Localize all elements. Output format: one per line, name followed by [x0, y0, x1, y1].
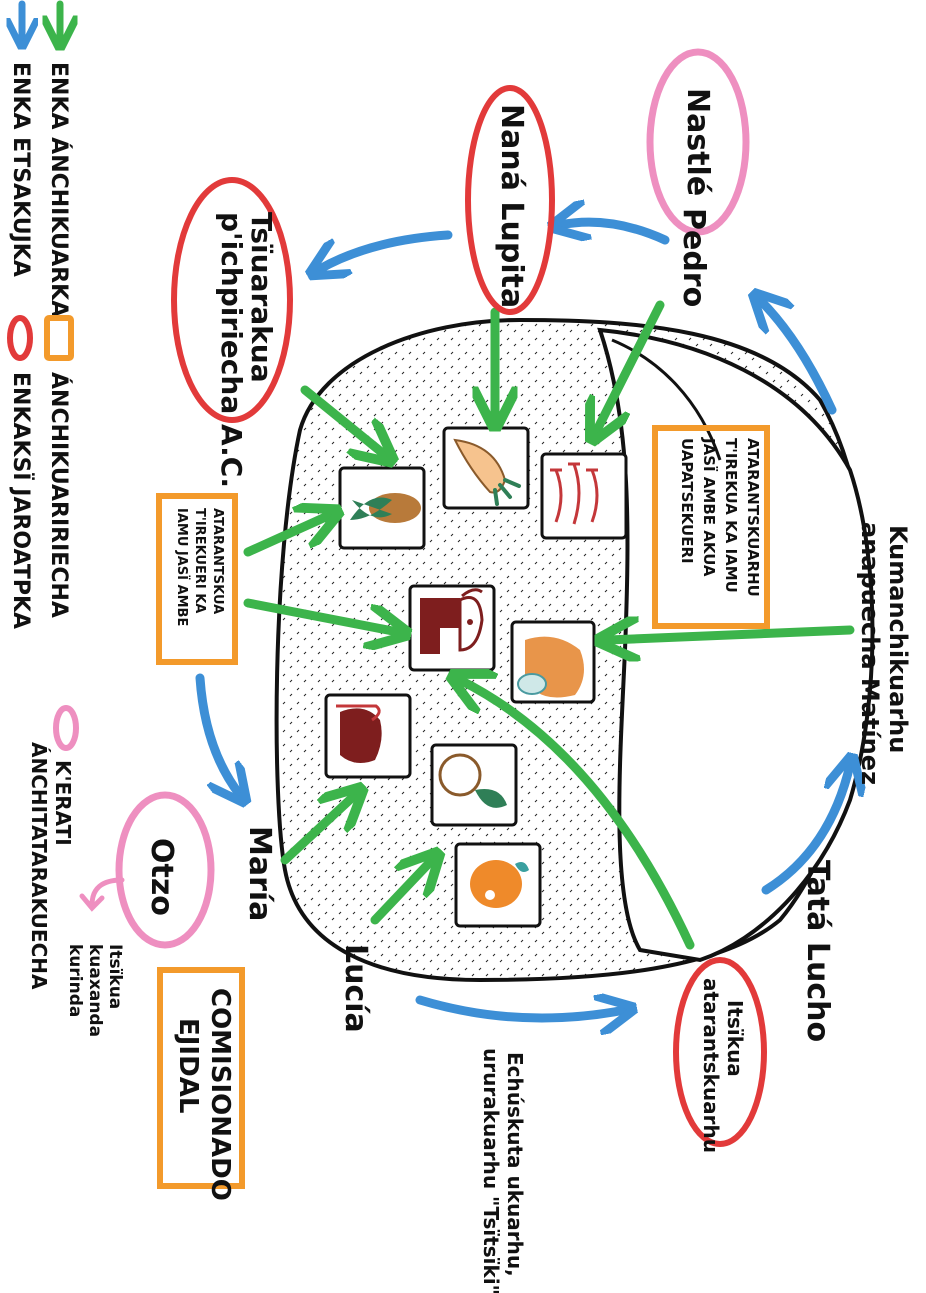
legend-orange-label: ÁNCHIKUARIRIECHA: [46, 372, 72, 618]
potato-icon: [430, 743, 518, 827]
atarantskua-box: [156, 493, 238, 665]
nana-lupita-oval: [465, 85, 555, 315]
legend-blue-label: ENKA ETSAKUJKA: [8, 62, 33, 277]
atarantskuarhu-box-line1: ATARANTSKUARHU: [744, 438, 762, 597]
orange-icon: [454, 842, 542, 928]
green-arrows: [243, 300, 855, 950]
itsikua-label-line2: atarantskuarhu: [699, 978, 723, 1153]
pedro-label: Pedro: [676, 208, 711, 307]
echiskuta-label-line2: ururakuarhu "Tsïtsïki": [479, 1048, 503, 1293]
itsikua-oval: [673, 957, 767, 1147]
legend-red-oval-icon: [7, 315, 33, 361]
arrow-lupita-to-tsiuarakua: [318, 230, 453, 270]
kumanchikuarhu-label-line2: anapuecha Matínez: [856, 522, 884, 785]
comisionado-label-line1: COMISIONADO: [205, 988, 235, 1201]
arrow-kumanchikuarhu-to-bread: [608, 630, 855, 640]
nastle-oval: [646, 48, 750, 236]
legend-orange-box-icon: [44, 315, 74, 361]
maria-label: María: [242, 826, 277, 921]
kumanchikuarhu-label-line1: Kumanchikuarhu: [884, 525, 912, 753]
arrow-atarantskua-to-cow: [243, 598, 398, 632]
otzo-note-line1: Itsïkua: [105, 944, 125, 1009]
comisionado-label-line2: EJIDAL: [173, 1018, 203, 1113]
arrow-atarantskua-to-corn: [243, 515, 330, 557]
atarantskuarhu-box-line4: UAPATSEKUERI: [678, 438, 696, 564]
nastle-label: Nastlé: [680, 88, 715, 196]
legend-pink-oval-icon: [53, 705, 79, 751]
otzo-pointer-icon: [79, 877, 125, 912]
arrow-itsikua-to-cow: [460, 680, 695, 950]
atarantskua-box-line1: ATARANTSKUA: [210, 508, 225, 614]
atarantskuarhu-box-line3: JASÏ AMBE AKUA: [700, 437, 719, 577]
tata-lucho-label: Tatá Lucho: [800, 860, 835, 1042]
arrow-pedro-to-fish: [596, 300, 665, 432]
itsikua-label-line1: Itsïkua: [723, 1000, 747, 1077]
legend-red-label: ENKAKSÏ JAROATPKA: [8, 372, 34, 629]
legend-pink-label-line2: ÁNCHITATARAKUECHA: [27, 742, 51, 990]
bread-icon: [510, 620, 596, 704]
arrow-tatalucho-to-kumanchikuarhu: [761, 765, 850, 895]
atarantskuarhu-box-line2: T'IREKUA KA IAMU: [722, 438, 740, 593]
legend-green-label: ENKA ÁNCHIKUARKA: [46, 62, 72, 317]
corn-icon: [338, 466, 426, 550]
otzo-note-line3: kurinda: [65, 944, 85, 1017]
comisionado-box: [157, 967, 245, 1189]
carrot-icon: [442, 426, 530, 510]
arrow-lucia-to-potato: [370, 860, 432, 925]
lucia-label: Lucía: [338, 944, 373, 1033]
tsiuarakua-oval: [171, 177, 293, 423]
legend: ENKA ÁNCHIKUARKA ENKA ETSAKUJKA ÁNCHIKUA…: [7, 0, 79, 990]
tsiuarakua-label-line2: p'ichpiriecha A.C.: [215, 212, 248, 488]
atarantskuarhu-box: [652, 425, 770, 629]
echiskuta-label-line1: Echúskuta ukuarhu,: [503, 1052, 527, 1277]
legend-pink-label-line1: K'ERATI: [51, 760, 75, 846]
nana-lupita-label: Naná Lupita: [494, 104, 529, 308]
arrow-maria-to-meat: [280, 795, 355, 865]
atarantskua-box-line2: T'IREKUERI KA: [192, 508, 207, 613]
otzo-oval: [115, 791, 215, 949]
arrow-lucia-to-itsikua: [415, 1000, 625, 1018]
arrow-pedro-to-lupita: [560, 222, 670, 245]
tsiuarakua-label-line1: Tsïuarakua: [245, 212, 278, 383]
otzo-note-line2: kuaxanda: [85, 944, 105, 1037]
blue-arrows: [195, 222, 850, 1018]
cow-icon: [408, 584, 496, 672]
atarantskua-box-line3: IAMU JASÏ AMBE: [174, 508, 190, 626]
basket-rim: [597, 327, 875, 963]
meat-icon: [324, 693, 412, 779]
arrow-kumanchikuarhu-to-pedro: [760, 300, 837, 415]
fish-icon: [540, 452, 628, 540]
arrow-atarantskua-to-maria: [195, 673, 240, 795]
arrow-tsiuarakua-to-corn: [300, 385, 385, 455]
otzo-label: Otzo: [144, 838, 179, 916]
